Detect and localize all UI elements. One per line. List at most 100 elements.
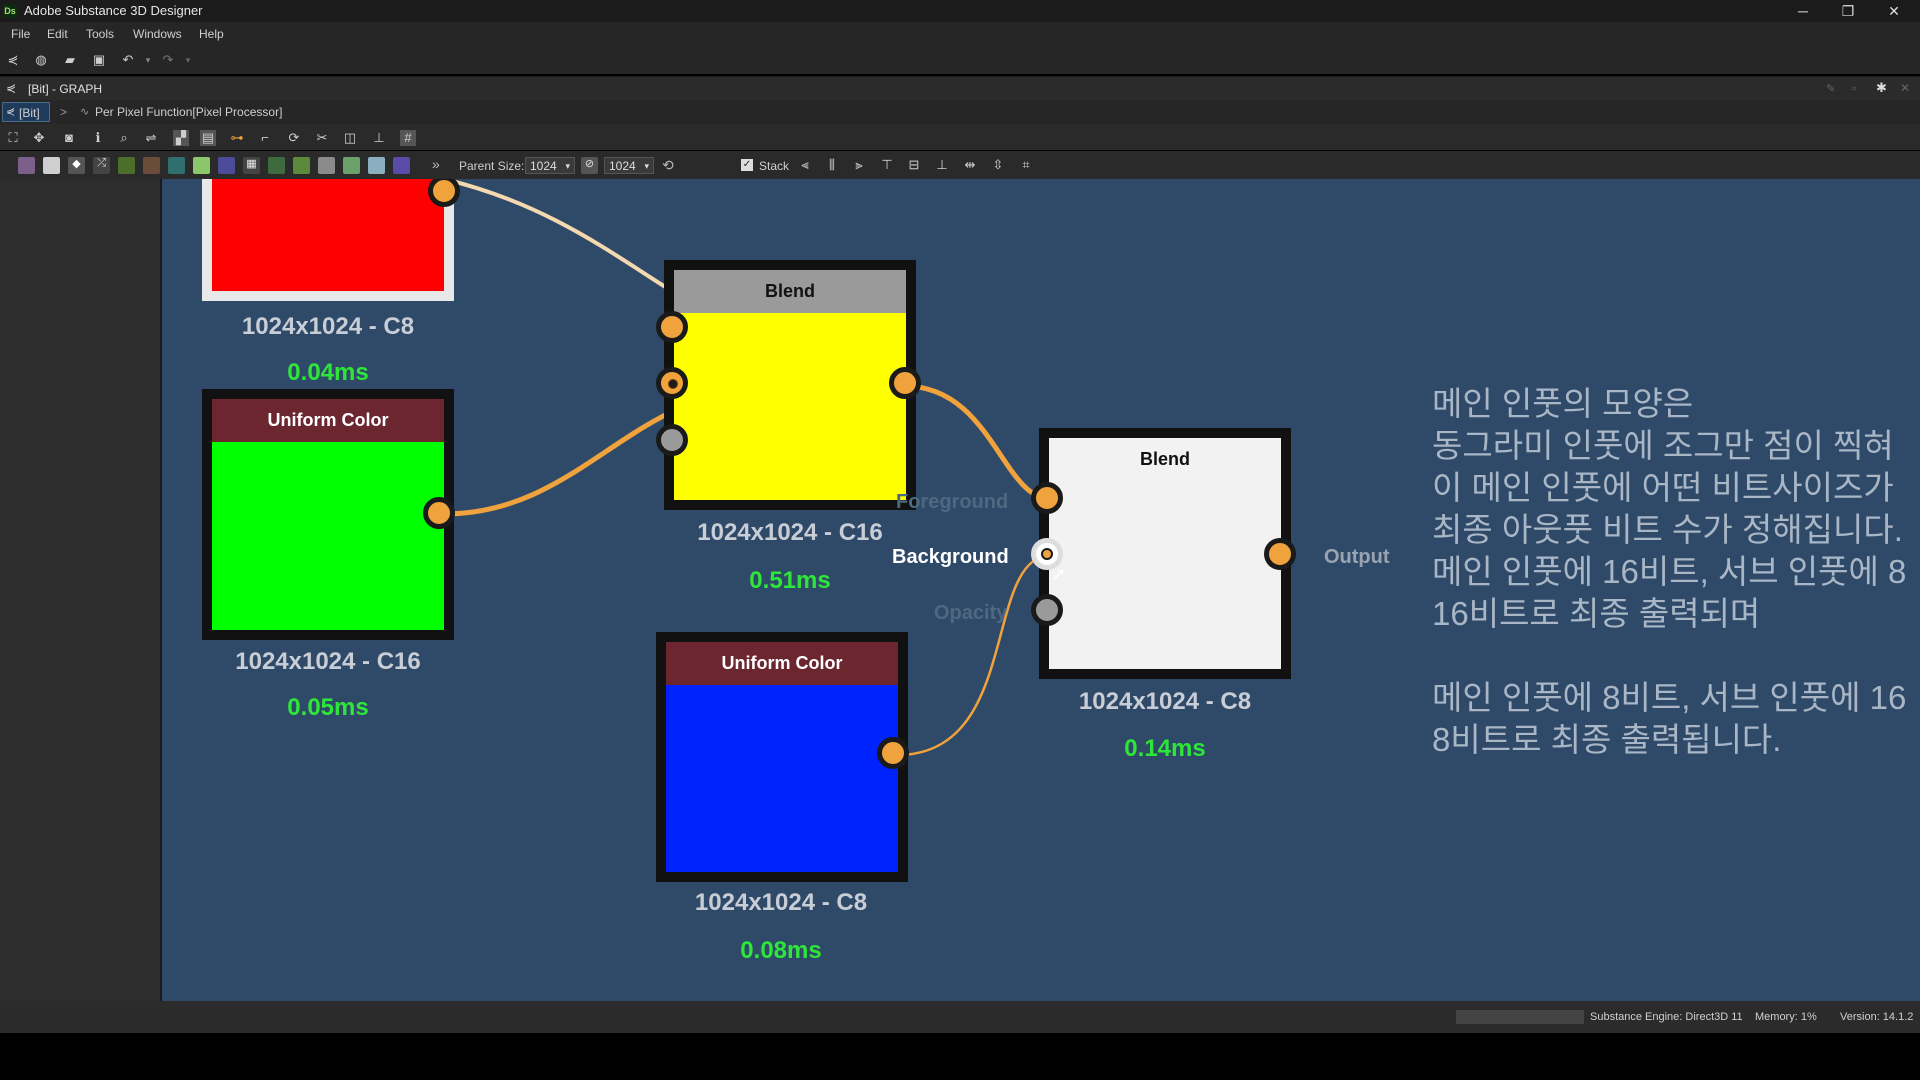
memory-status: Memory: 1%: [1755, 1011, 1817, 1023]
graph-canvas[interactable]: 1024x1024 - C8 0.04ms Uniform Color 1024…: [162, 179, 1920, 1001]
menu-windows[interactable]: Windows: [133, 27, 182, 41]
more-icon[interactable]: »: [432, 156, 440, 172]
curve-node-icon[interactable]: [193, 157, 210, 174]
output-port[interactable]: [423, 497, 455, 529]
menu-tools[interactable]: Tools: [86, 27, 115, 41]
uniform-color-node-green[interactable]: Uniform Color: [202, 389, 454, 640]
stack-label: Stack: [759, 159, 790, 173]
svg-node-icon[interactable]: [43, 157, 60, 174]
undo-icon[interactable]: ↶: [122, 52, 134, 67]
wire-icon[interactable]: ⊶: [230, 130, 244, 145]
gradient-node-icon[interactable]: [118, 157, 135, 174]
stamp-icon[interactable]: ⊥: [373, 130, 385, 145]
align-right-icon[interactable]: ⫸: [855, 157, 863, 172]
search-icon[interactable]: ⌕: [120, 130, 128, 145]
title-bar: Ds Adobe Substance 3D Designer ─ ❐ ✕: [0, 0, 1920, 22]
open-folder-icon[interactable]: ▰: [65, 52, 75, 67]
blend-node-2[interactable]: Blend: [1039, 428, 1291, 679]
opacity-input-port[interactable]: [1031, 594, 1063, 626]
redo-dropdown-icon[interactable]: ▾: [185, 55, 191, 65]
distribute-h-icon[interactable]: ⇹: [964, 157, 976, 172]
output-port[interactable]: [877, 737, 909, 769]
float-panel-icon[interactable]: ▫: [1852, 81, 1857, 95]
connections-icon[interactable]: ▞: [173, 130, 189, 146]
undo-dropdown-icon[interactable]: ▾: [145, 55, 151, 65]
distribute-v-icon[interactable]: ⇳: [992, 157, 1004, 172]
left-sidebar: [0, 179, 162, 1001]
align-center-icon[interactable]: ⫼: [829, 157, 835, 172]
output-port[interactable]: [428, 179, 460, 207]
node-time: 0.05ms: [287, 694, 369, 721]
transform-node-icon[interactable]: [168, 157, 185, 174]
link-icon[interactable]: ⇌: [145, 130, 157, 145]
menu-help[interactable]: Help: [199, 27, 224, 41]
fx-node-icon[interactable]: [293, 157, 310, 174]
redo-icon[interactable]: ↷: [162, 52, 174, 67]
parent-size-width-select[interactable]: 1024▾: [525, 157, 575, 174]
histogram-node-icon[interactable]: [368, 157, 385, 174]
annotation-line: [1432, 635, 1906, 677]
background-input-port[interactable]: [1031, 538, 1063, 570]
align-top-icon[interactable]: ⊤: [881, 157, 893, 172]
text-node-icon[interactable]: ◆: [68, 157, 85, 174]
align-bottom-icon[interactable]: ⊥: [936, 157, 948, 172]
menu-file[interactable]: File: [11, 27, 31, 41]
filter-node-icon[interactable]: [343, 157, 360, 174]
background-input-port[interactable]: [656, 367, 688, 399]
breadcrumb-root[interactable]: ⋞ [Bit]: [2, 102, 50, 122]
node-title: Uniform Color: [666, 642, 898, 685]
app-logo-icon: Ds: [3, 4, 17, 18]
frame-all-icon[interactable]: ⛶: [8, 130, 18, 145]
link-size-icon[interactable]: ⊘: [581, 157, 598, 174]
foreground-input-port[interactable]: [656, 311, 688, 343]
graph-icon[interactable]: ⋞: [7, 52, 19, 67]
node-preview: [1049, 438, 1281, 669]
refresh-icon[interactable]: ⟳: [288, 130, 300, 145]
info-icon[interactable]: ℹ: [95, 130, 101, 145]
opacity-input-port[interactable]: [656, 424, 688, 456]
align-left-icon[interactable]: ⫷: [801, 157, 809, 172]
pan-icon[interactable]: ✥: [33, 130, 45, 145]
elbow-icon[interactable]: ⌐: [261, 130, 269, 145]
uniform-color-node-blue[interactable]: Uniform Color: [656, 632, 908, 882]
foreground-input-port[interactable]: [1031, 482, 1063, 514]
breadcrumb-current[interactable]: Per Pixel Function[Pixel Processor]: [95, 105, 283, 119]
shape-node-icon[interactable]: [268, 157, 285, 174]
grid-icon[interactable]: #: [400, 130, 416, 146]
settings-icon[interactable]: ✱: [1876, 80, 1887, 95]
random-icon[interactable]: ⤮: [93, 157, 110, 174]
levels-node-icon[interactable]: [143, 157, 160, 174]
node-resolution: 1024x1024 - C8: [694, 889, 868, 916]
output-port[interactable]: [1264, 538, 1296, 570]
close-panel-icon[interactable]: ✕: [1900, 81, 1911, 95]
save-icon[interactable]: ▣: [92, 52, 106, 67]
blend-node-1[interactable]: Blend: [664, 260, 916, 510]
wire-blend1-to-blend2: [903, 383, 1052, 502]
snap-icon[interactable]: ⌗: [1022, 157, 1030, 172]
new-package-icon[interactable]: ◍: [35, 52, 47, 67]
wrench-icon[interactable]: ✂: [316, 130, 328, 145]
tile-node-icon[interactable]: ▦: [243, 157, 260, 174]
reset-size-icon[interactable]: ⟲: [662, 157, 674, 173]
pin-icon[interactable]: ✎: [1826, 83, 1836, 95]
list-icon[interactable]: ▤: [200, 130, 216, 146]
menu-edit[interactable]: Edit: [47, 27, 68, 41]
node-toolbar: ◆ ⤮ ▦ » Parent Size: 1024▾ ⊘ 1024▾ ⟲ ✓ S…: [0, 151, 1920, 179]
export-icon[interactable]: ◫: [343, 130, 357, 145]
status-bar: Substance Engine: Direct3D 11 Memory: 1%…: [0, 1001, 1920, 1033]
output-port[interactable]: [889, 367, 921, 399]
progress-bar: [1456, 1010, 1584, 1024]
minimize-button[interactable]: ─: [1798, 3, 1808, 19]
gradient-map-node-icon[interactable]: [393, 157, 410, 174]
blend-node-icon[interactable]: [218, 157, 235, 174]
close-window-button[interactable]: ✕: [1888, 3, 1900, 19]
warp-node-icon[interactable]: [318, 157, 335, 174]
uniform-color-node-red[interactable]: [202, 179, 454, 301]
restore-button[interactable]: ❐: [1841, 3, 1855, 19]
align-middle-icon[interactable]: ⊟: [908, 157, 920, 172]
screenshot-icon[interactable]: ◙: [65, 130, 73, 145]
parent-size-height-select[interactable]: 1024▾: [604, 157, 654, 174]
stack-checkbox[interactable]: ✓: [741, 159, 753, 171]
bitmap-node-icon[interactable]: [18, 157, 35, 174]
annotation-line: 최종 아웃풋 비트 수가 정해집니다.: [1432, 511, 1903, 548]
